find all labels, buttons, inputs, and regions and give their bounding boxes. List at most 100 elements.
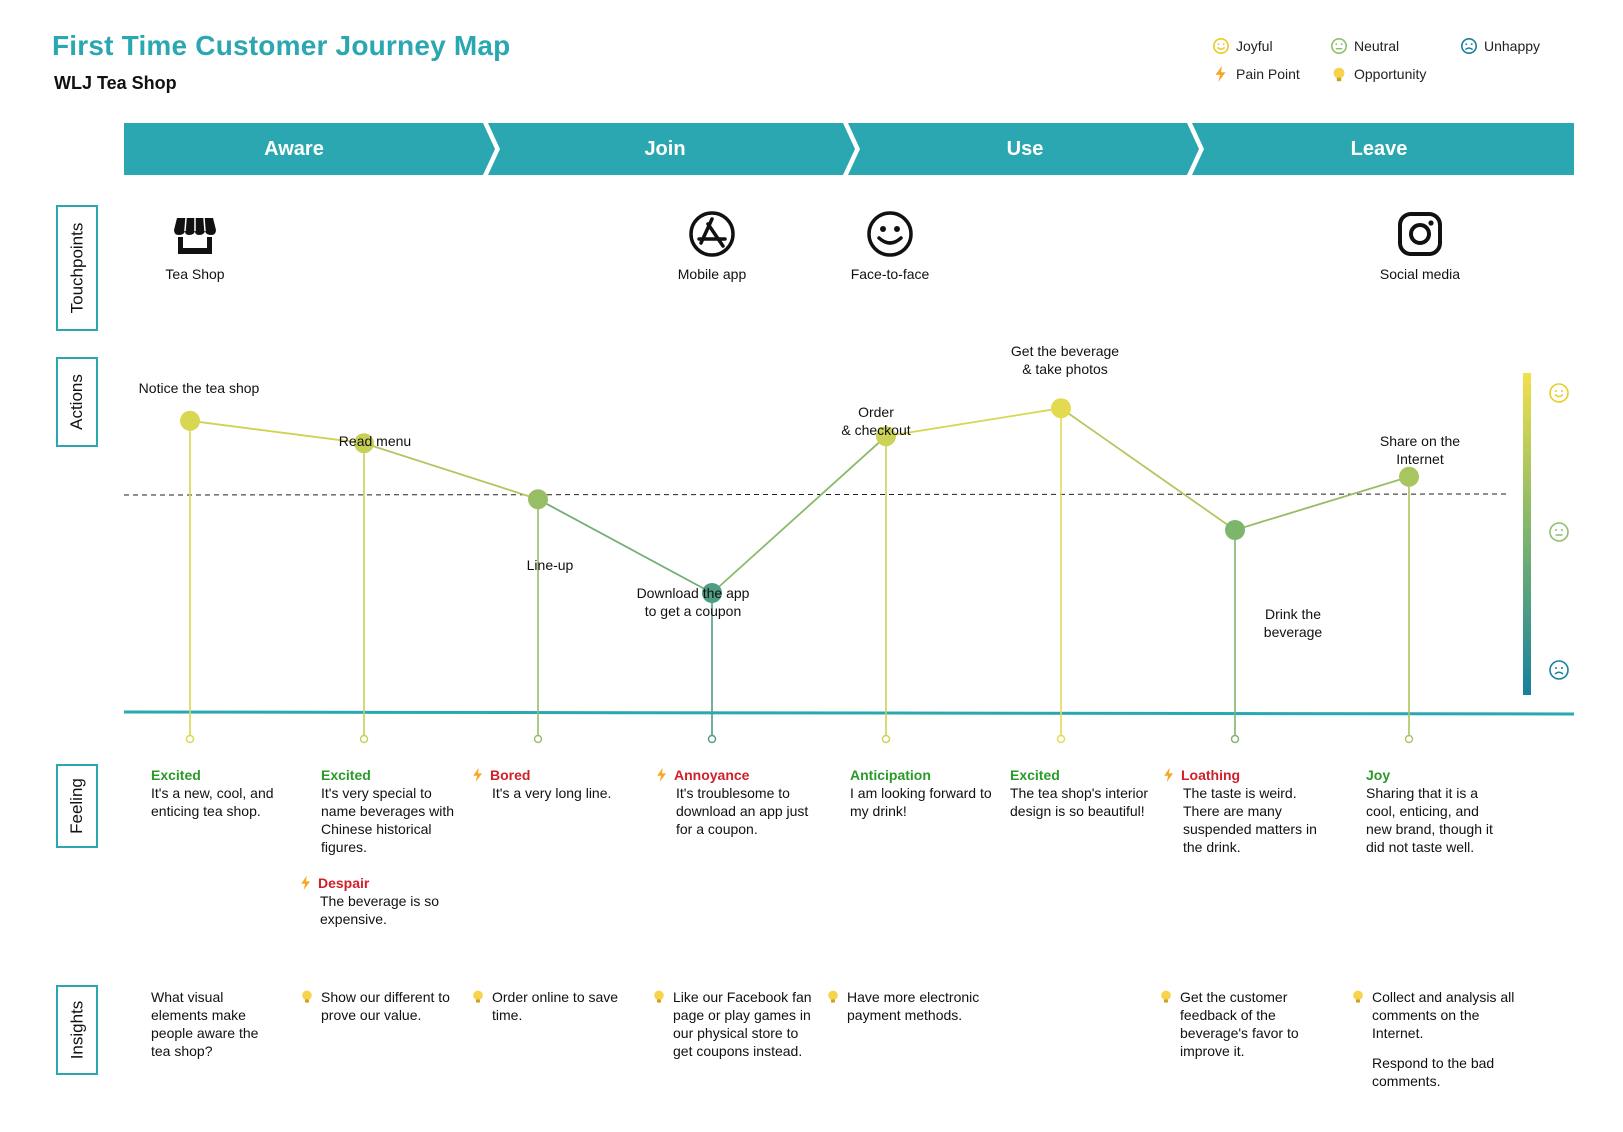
feeling-text: The beverage is so expensive.: [320, 893, 440, 927]
feeling-text: Sharing that it is a cool, enticing, and…: [1366, 785, 1493, 855]
app-store-icon: [689, 211, 735, 257]
touchpoint-mobile-app: Mobile app: [642, 210, 782, 282]
joyful-face-icon: [1212, 37, 1230, 55]
emotion-segment: [1060, 407, 1236, 531]
emotion-segment: [1234, 475, 1410, 531]
feeling-loathing: Loathing The taste is weird. There are m…: [1164, 766, 1323, 856]
feeling-title: Bored: [490, 767, 531, 783]
insight-1: What visual elements make people aware t…: [151, 988, 281, 1072]
touchpoint-label: Social media: [1379, 266, 1461, 282]
row-tag-actions: Actions: [56, 357, 98, 447]
action-stem-end: [707, 734, 717, 744]
legend-joyful-label: Joyful: [1236, 38, 1273, 54]
insight-2: Show our different to prove our value.: [302, 988, 456, 1036]
feeling-text: It's troublesome to download an app just…: [676, 785, 809, 837]
phase-aware-segment: [124, 123, 495, 175]
insight-3: Order online to save time.: [473, 988, 637, 1036]
insight-4: Like our Facebook fan page or play games…: [654, 988, 818, 1072]
feeling-title: Excited: [321, 767, 371, 783]
action-label-notice: Notice the tea shop: [138, 380, 260, 396]
feeling-annoyance: Annoyance It's troublesome to download a…: [657, 766, 816, 838]
legend-neutral-label: Neutral: [1354, 38, 1400, 54]
insight-5: Have more electronic payment methods.: [828, 988, 992, 1036]
legend-pain-point-label: Pain Point: [1236, 66, 1300, 82]
legend-pain-point: Pain Point: [1212, 65, 1300, 83]
action-label-drink: Drink the beverage: [1263, 606, 1323, 640]
phase-join: Join: [644, 138, 686, 160]
feeling-title: Joy: [1366, 767, 1391, 783]
touchpoint-tea-shop: Tea Shop: [125, 210, 265, 282]
action-stem-end: [1404, 734, 1414, 744]
feeling-title: Loathing: [1181, 767, 1241, 783]
legend-unhappy-label: Unhappy: [1484, 38, 1541, 54]
feeling-text: It's very special to name beverages with…: [321, 785, 455, 855]
action-label-get-beverage: Get the beverage & take photos: [1010, 343, 1120, 377]
action-label-read-menu: Read menu: [338, 433, 412, 449]
insight-text: Collect and analysis all comments on the…: [1372, 989, 1515, 1041]
feeling-despair: Despair The beverage is so expensive.: [301, 874, 460, 928]
touchpoint-label: Face-to-face: [850, 266, 930, 282]
lightbulb-icon: [828, 990, 838, 1003]
touchpoint-label: Tea Shop: [165, 266, 225, 282]
lightning-icon: [1164, 767, 1173, 783]
feeling-text: It's a very long line.: [492, 785, 612, 801]
emotion-segment: [363, 442, 539, 501]
action-stem-end: [881, 734, 891, 744]
insight-text: Order online to save time.: [492, 989, 619, 1023]
insight-text: What visual elements make people aware t…: [151, 989, 259, 1059]
scale-joyful-icon: [1549, 383, 1569, 403]
feeling-text: The tea shop's interior design is so bea…: [1010, 785, 1149, 819]
insight-text: Get the customer feedback of the beverag…: [1180, 989, 1299, 1059]
page-title: First Time Customer Journey Map: [52, 30, 511, 61]
emotion-segment: [537, 498, 713, 594]
insight-text: Show our different to prove our value.: [321, 989, 450, 1023]
phase-use-segment: [848, 123, 1199, 175]
feeling-title: Excited: [151, 767, 201, 783]
neutral-face-icon: [1330, 37, 1348, 55]
baseline: [123, 710, 1575, 716]
action-stem-end: [359, 734, 369, 744]
neutral-dashed-line: [123, 493, 1511, 496]
lightbulb-icon: [1161, 990, 1171, 1003]
smiley-icon: [867, 211, 913, 257]
action-label-download-app: Download the app to get a coupon: [636, 585, 750, 619]
feeling-anticipation: Anticipation I am looking forward to my …: [850, 766, 995, 820]
feeling-title: Despair: [318, 875, 370, 891]
row-tag-touchpoints: Touchpoints: [56, 205, 98, 331]
action-stem-end: [1230, 734, 1240, 744]
action-point: [1225, 520, 1245, 540]
action-label-share: Share on the Internet: [1379, 433, 1461, 467]
lightning-icon: [657, 767, 666, 783]
insight-text: Like our Facebook fan page or play games…: [673, 989, 812, 1059]
phase-aware: Aware: [264, 138, 324, 160]
legend-neutral: Neutral: [1330, 37, 1399, 55]
action-label-order: Order & checkout: [841, 404, 911, 438]
lightbulb-icon: [654, 990, 664, 1003]
phase-leave: Leave: [1350, 138, 1408, 160]
lightning-icon: [301, 875, 310, 891]
lightning-icon: [473, 767, 482, 783]
row-tag-feeling: Feeling: [56, 764, 98, 848]
action-point: [1051, 398, 1071, 419]
feeling-title: Annoyance: [674, 767, 750, 783]
phase-bar: [124, 123, 1574, 175]
store-icon: [174, 217, 216, 254]
page-subtitle: WLJ Tea Shop: [54, 73, 177, 93]
action-stem-end: [1056, 734, 1066, 744]
insight-6: Get the customer feedback of the beverag…: [1161, 988, 1320, 1072]
insight-text: Respond to the bad comments.: [1372, 1055, 1495, 1089]
action-point: [180, 410, 200, 431]
insight-text: Have more electronic payment methods.: [847, 989, 980, 1023]
phase-use: Use: [1006, 138, 1044, 160]
phase-leave-segment: [1192, 123, 1574, 175]
feeling-excited-2: Excited It's very special to name bevera…: [321, 766, 456, 856]
row-tag-insights: Insights: [56, 985, 98, 1075]
scale-unhappy-icon: [1549, 660, 1569, 680]
feeling-title: Anticipation: [850, 767, 931, 783]
touchpoint-face-to-face: Face-to-face: [820, 210, 960, 282]
feeling-excited-1: Excited It's a new, cool, and enticing t…: [151, 766, 291, 820]
action-stem-end: [533, 734, 543, 744]
touchpoint-label: Mobile app: [677, 266, 747, 282]
emotion-scale-bar: [1523, 373, 1531, 695]
touchpoint-social-media: Social media: [1350, 210, 1490, 282]
